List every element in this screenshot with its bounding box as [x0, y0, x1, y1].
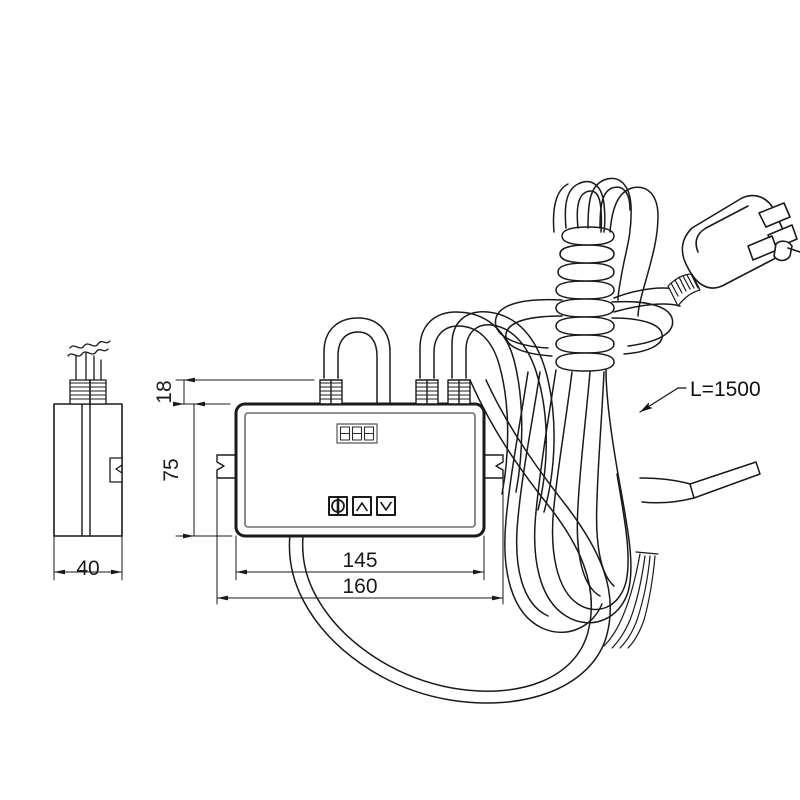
- dimension-lines: [53, 377, 504, 605]
- button-row: [328, 496, 396, 516]
- down-button[interactable]: [376, 496, 396, 516]
- dimension-160-text: 160: [342, 575, 377, 598]
- stripped-wire-ends: [603, 551, 659, 649]
- power-plug: [667, 194, 800, 307]
- power-button[interactable]: [328, 496, 348, 516]
- temperature-probe: [639, 461, 761, 504]
- cable-gland: [319, 379, 343, 405]
- cable-gland: [415, 379, 439, 405]
- dimension-40-text: 40: [76, 557, 99, 580]
- dimension-145-text: 145: [342, 549, 377, 572]
- cable-length-label: L=1500: [690, 378, 761, 401]
- side-view-case: [53, 403, 123, 537]
- cable-glands-side: [67, 340, 111, 405]
- cable-coil: [555, 226, 615, 372]
- mounting-tab-left: [216, 454, 238, 479]
- mounting-tab-right: [482, 454, 504, 479]
- cable-glands-front: [319, 379, 471, 405]
- up-button[interactable]: [352, 496, 372, 516]
- dimension-75-text: 75: [160, 458, 183, 481]
- cable-length-leader: [639, 387, 687, 413]
- dimension-18-text: 18: [153, 380, 176, 403]
- mounting-tab-side: [109, 457, 123, 483]
- cable-gland: [447, 379, 471, 405]
- device-faceplate: [244, 412, 476, 528]
- front-view-device: [216, 402, 504, 538]
- break-line-icon: [69, 340, 111, 349]
- break-line-icon: [67, 348, 109, 357]
- seven-segment-display: [336, 423, 378, 444]
- side-view-device: [53, 340, 123, 537]
